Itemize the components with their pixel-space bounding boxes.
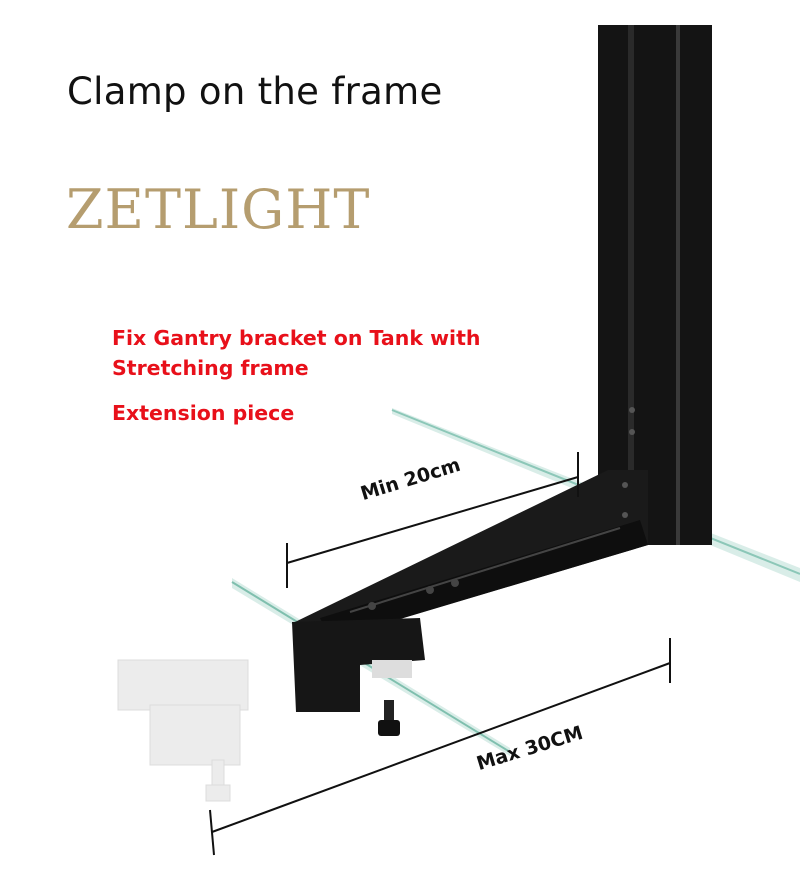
min-dimension-line [286,452,579,588]
gantry-post [598,25,712,545]
extension-arm [295,470,648,650]
fix-callout: Fix Gantry bracket on Tank with Stretchi… [112,326,481,380]
clamp [292,618,425,736]
extension-callout: Extension piece [112,401,295,425]
max-dimension-line [209,638,671,856]
brand-logo: ZETLIGHT [66,178,371,241]
ghost-clamp [117,659,249,802]
heading: Clamp on the frame [67,70,443,113]
